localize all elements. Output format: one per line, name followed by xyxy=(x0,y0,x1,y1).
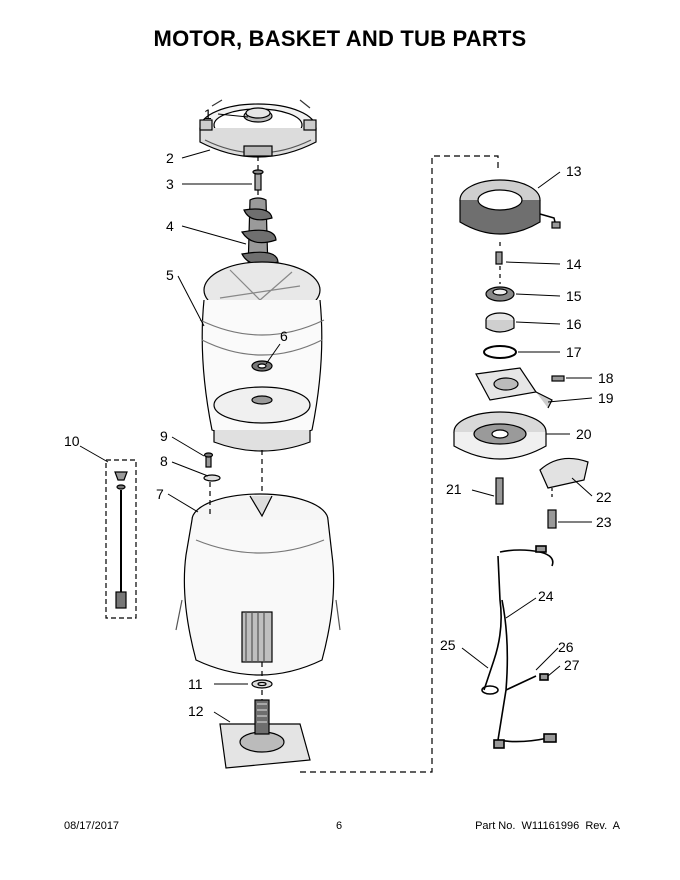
callout-23: 23 xyxy=(596,514,612,530)
sensor-screw xyxy=(551,375,565,382)
rotor-position-sensor xyxy=(475,367,553,409)
callout-2: 2 xyxy=(166,150,174,166)
outer-tub xyxy=(175,493,341,676)
callout-22: 22 xyxy=(596,489,612,505)
callout-19: 19 xyxy=(598,390,614,406)
callout-18: 18 xyxy=(598,370,614,386)
motor-shield xyxy=(539,457,589,500)
callout-17: 17 xyxy=(566,344,582,360)
shield-screw xyxy=(547,509,557,529)
callout-5: 5 xyxy=(166,267,174,283)
callout-1: 1 xyxy=(204,106,212,122)
tub-bolt xyxy=(203,452,214,468)
drive-hub xyxy=(251,360,273,372)
callout-26: 26 xyxy=(558,639,574,655)
callout-11: 11 xyxy=(188,676,203,692)
callout-9: 9 xyxy=(160,428,168,444)
basket-cap xyxy=(243,107,273,123)
rotor xyxy=(453,411,547,460)
callout-12: 12 xyxy=(188,703,204,719)
tub-seal xyxy=(251,679,273,689)
callout-3: 3 xyxy=(166,176,174,192)
bearing xyxy=(485,286,515,302)
callout-7: 7 xyxy=(156,486,164,502)
spacer xyxy=(485,312,515,333)
suspension-rod xyxy=(105,459,137,619)
callout-4: 4 xyxy=(166,218,174,234)
callout-10: 10 xyxy=(64,433,80,449)
wire-harness xyxy=(481,545,557,749)
page-title: MOTOR, BASKET AND TUB PARTS xyxy=(153,26,527,51)
callout-27: 27 xyxy=(564,657,580,673)
callout-15: 15 xyxy=(566,288,582,304)
footer-date: 08/17/2017 xyxy=(64,820,120,832)
stator xyxy=(459,179,561,235)
impeller xyxy=(241,197,279,271)
callout-25: 25 xyxy=(440,637,456,653)
callout-6: 6 xyxy=(280,328,288,344)
rotor-bolt xyxy=(495,477,504,505)
callout-16: 16 xyxy=(566,316,582,332)
footer-page-number: 6 xyxy=(336,820,343,832)
footer-part-number: Part No. W11161996 Rev. A xyxy=(475,820,620,832)
alignment-lines xyxy=(209,156,263,700)
leader-lines xyxy=(79,113,593,723)
stator-screw xyxy=(495,251,503,265)
callout-14: 14 xyxy=(566,256,582,272)
tub-washer xyxy=(203,474,221,482)
o-ring xyxy=(483,345,517,359)
callout-13: 13 xyxy=(566,163,582,179)
callout-21: 21 xyxy=(446,481,462,497)
callout-8: 8 xyxy=(160,453,168,469)
gearcase-base xyxy=(219,699,311,769)
callout-24: 24 xyxy=(538,588,554,604)
callout-20: 20 xyxy=(576,426,592,442)
